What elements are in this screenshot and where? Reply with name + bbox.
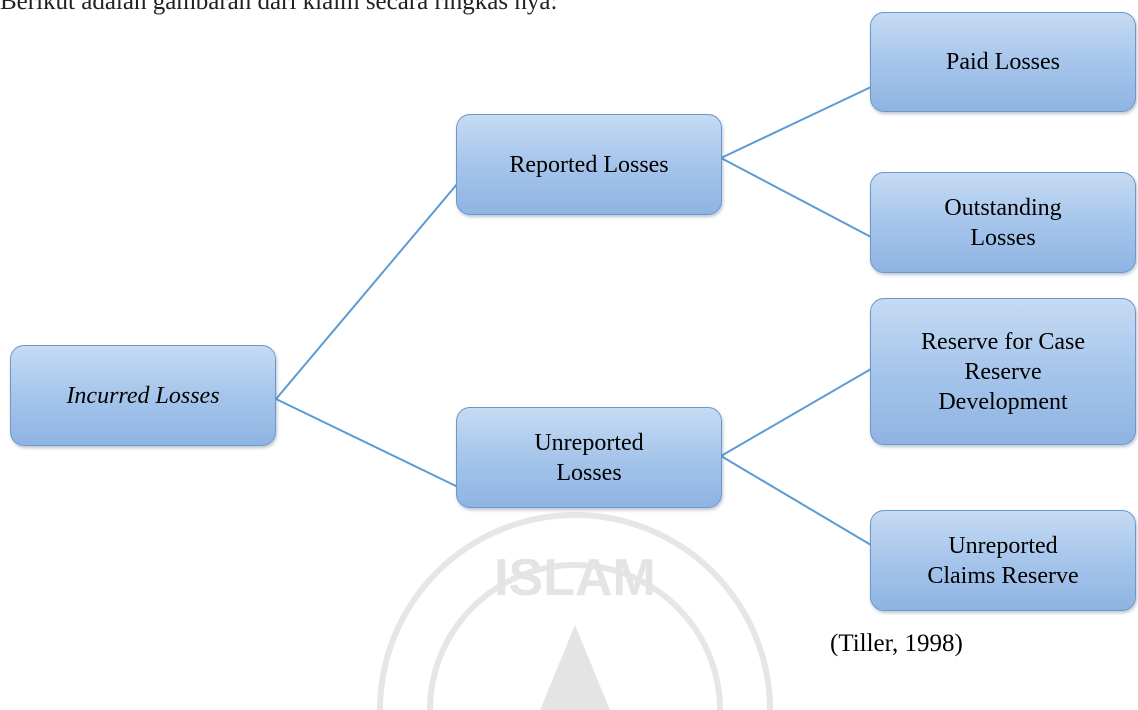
connector-unreported-unreported-claims [720, 455, 872, 546]
node-label: Paid Losses [946, 49, 1060, 75]
node-label: Incurred Losses [66, 382, 220, 409]
node-paid-losses: Paid Losses [870, 12, 1136, 112]
node-unreported-losses: Unreported Losses [456, 407, 722, 508]
node-unreported-claims-reserve: Unreported Claims Reserve [870, 510, 1136, 611]
node-label: Outstanding Losses [944, 194, 1062, 251]
connector-lines [275, 86, 872, 546]
university-watermark: ISLAM [377, 512, 773, 710]
citation: (Tiller, 1998) [830, 630, 963, 657]
node-label: Unreported Losses [534, 429, 644, 486]
node-label: Reported Losses [509, 151, 669, 178]
node-incurred-losses: Incurred Losses [10, 345, 276, 446]
node-reserve-case-development: Reserve for Case Reserve Development [870, 298, 1136, 445]
node-label: Unreported Claims Reserve [927, 532, 1079, 589]
connector-reported-paid [720, 86, 872, 159]
node-outstanding-losses: Outstanding Losses [870, 172, 1136, 273]
watermark-text: ISLAM [494, 549, 656, 607]
node-reported-losses: Reported Losses [456, 114, 722, 215]
node-label: Reserve for Case Reserve Development [921, 328, 1085, 415]
connector-reported-outstanding [720, 157, 872, 238]
connector-incurred-unreported [275, 398, 459, 488]
connector-unreported-reserve-case [720, 368, 872, 457]
intro-text: Berikut adalah gambaran dari klaim secar… [0, 0, 558, 15]
connector-incurred-reported [275, 182, 459, 400]
